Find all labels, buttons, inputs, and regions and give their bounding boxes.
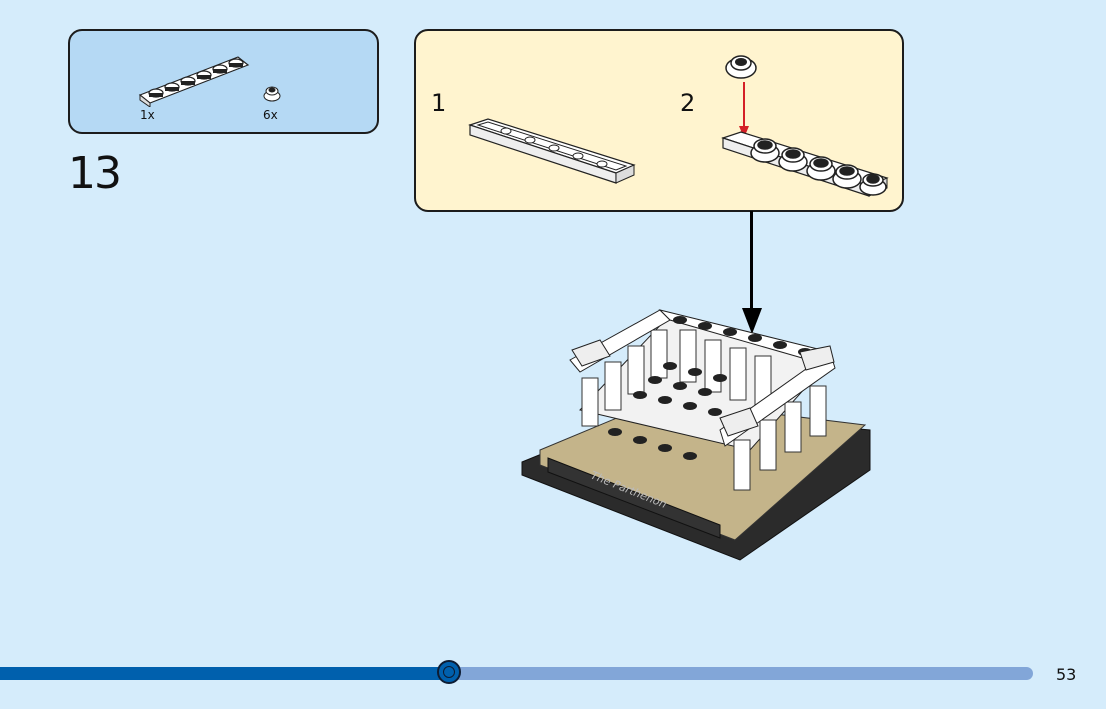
parthenon-model-image: The Parthenon [521,309,871,561]
substep-number-1: 1 [431,89,447,117]
progress-fill [0,667,450,680]
plate-1x6-icon [138,56,250,107]
substep-2-assembly-icon [721,55,889,197]
progress-knob [437,660,462,684]
page-number: 53 [1056,665,1077,684]
substep-number-2: 2 [680,89,696,117]
nameplate [547,457,721,539]
substep-callout: 1 2 [414,29,904,212]
step-number: 13 [68,148,122,199]
part-qty-round-brick: 6x [263,108,278,122]
parts-list-box: 1x 6x [68,29,379,134]
part-qty-plate: 1x [140,108,155,122]
progress-bar [0,660,1033,684]
connector-line [750,211,753,311]
round-brick-icon [263,86,281,102]
arrow-down-icon [742,308,762,334]
substep-1-plate-icon [468,118,636,184]
